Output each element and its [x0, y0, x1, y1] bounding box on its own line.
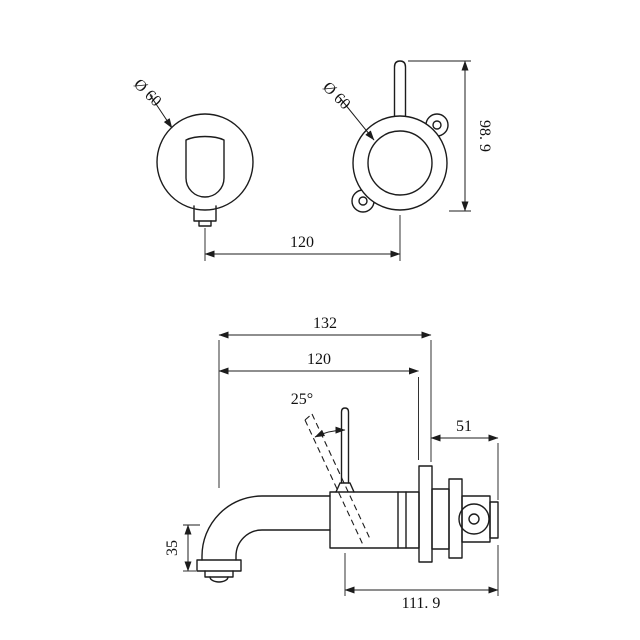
spout-waterway-outline: [185, 135, 225, 198]
dim-spout-projection: 120: [218, 351, 419, 460]
handle-angle-arc: [314, 426, 346, 438]
front-view: Ø 60 Ø 60 98. 9 120: [130, 60, 493, 261]
mixer-escutcheon-circle: [352, 115, 448, 211]
spout-outer-profile: [201, 495, 331, 561]
dim-overall-height: 98. 9: [408, 60, 493, 212]
valve-adapter: [431, 488, 450, 550]
spout-aerator-side: [204, 570, 234, 578]
handle-tilted-outline: [304, 419, 365, 548]
dim-label-spout-projection: 120: [307, 351, 331, 368]
valve-cartridge-stem: [468, 513, 480, 525]
wall-plate-side: [418, 465, 433, 563]
valve-mounting-bracket: [448, 478, 463, 559]
screw-hole-top: [432, 120, 442, 130]
dim-label-handle-angle: 25°: [291, 391, 313, 408]
dim-center-distance: 120: [204, 215, 401, 261]
screw-hole-bottom: [358, 196, 368, 206]
spout-escutcheon-circle: [156, 113, 254, 211]
dim-label-center-distance: 120: [290, 234, 314, 251]
handle-base-cone: [335, 482, 355, 493]
mixer-trim-inner-circle: [367, 130, 433, 196]
dim-label-spout-drop: 35: [164, 540, 181, 556]
dim-label-trim-depth: 51: [456, 418, 472, 435]
spout-tip-side: [209, 576, 229, 583]
valve-cartridge-circle: [458, 503, 490, 535]
dim-label-rough-in-depth: 111. 9: [402, 595, 441, 612]
dim-label-spout-diameter: Ø 60: [130, 76, 164, 110]
spout-inner-profile: [235, 529, 331, 561]
valve-body: [461, 495, 491, 543]
spout-diameter-leader: [149, 94, 173, 129]
dim-label-overall-height: 98. 9: [476, 120, 493, 152]
dim-spout-drop: 35: [164, 524, 200, 572]
dim-rough-in-depth: 111. 9: [344, 545, 499, 612]
spout-outlet-flange: [196, 559, 242, 572]
side-view: 25° 132 120 51: [164, 315, 499, 612]
mixer-handle-front: [393, 60, 407, 123]
dim-label-overall-projection: 132: [313, 315, 337, 332]
dim-overall-projection: 132: [218, 315, 432, 488]
dim-trim-depth: 51: [430, 418, 499, 500]
spout-aerator-front: [198, 220, 212, 227]
spout-tip-front: [193, 205, 217, 222]
handle-tilted-cap: [304, 413, 313, 421]
valve-end-cap: [489, 501, 499, 539]
mixer-diameter-leader: [339, 97, 375, 141]
handle-lever-side: [340, 407, 350, 484]
